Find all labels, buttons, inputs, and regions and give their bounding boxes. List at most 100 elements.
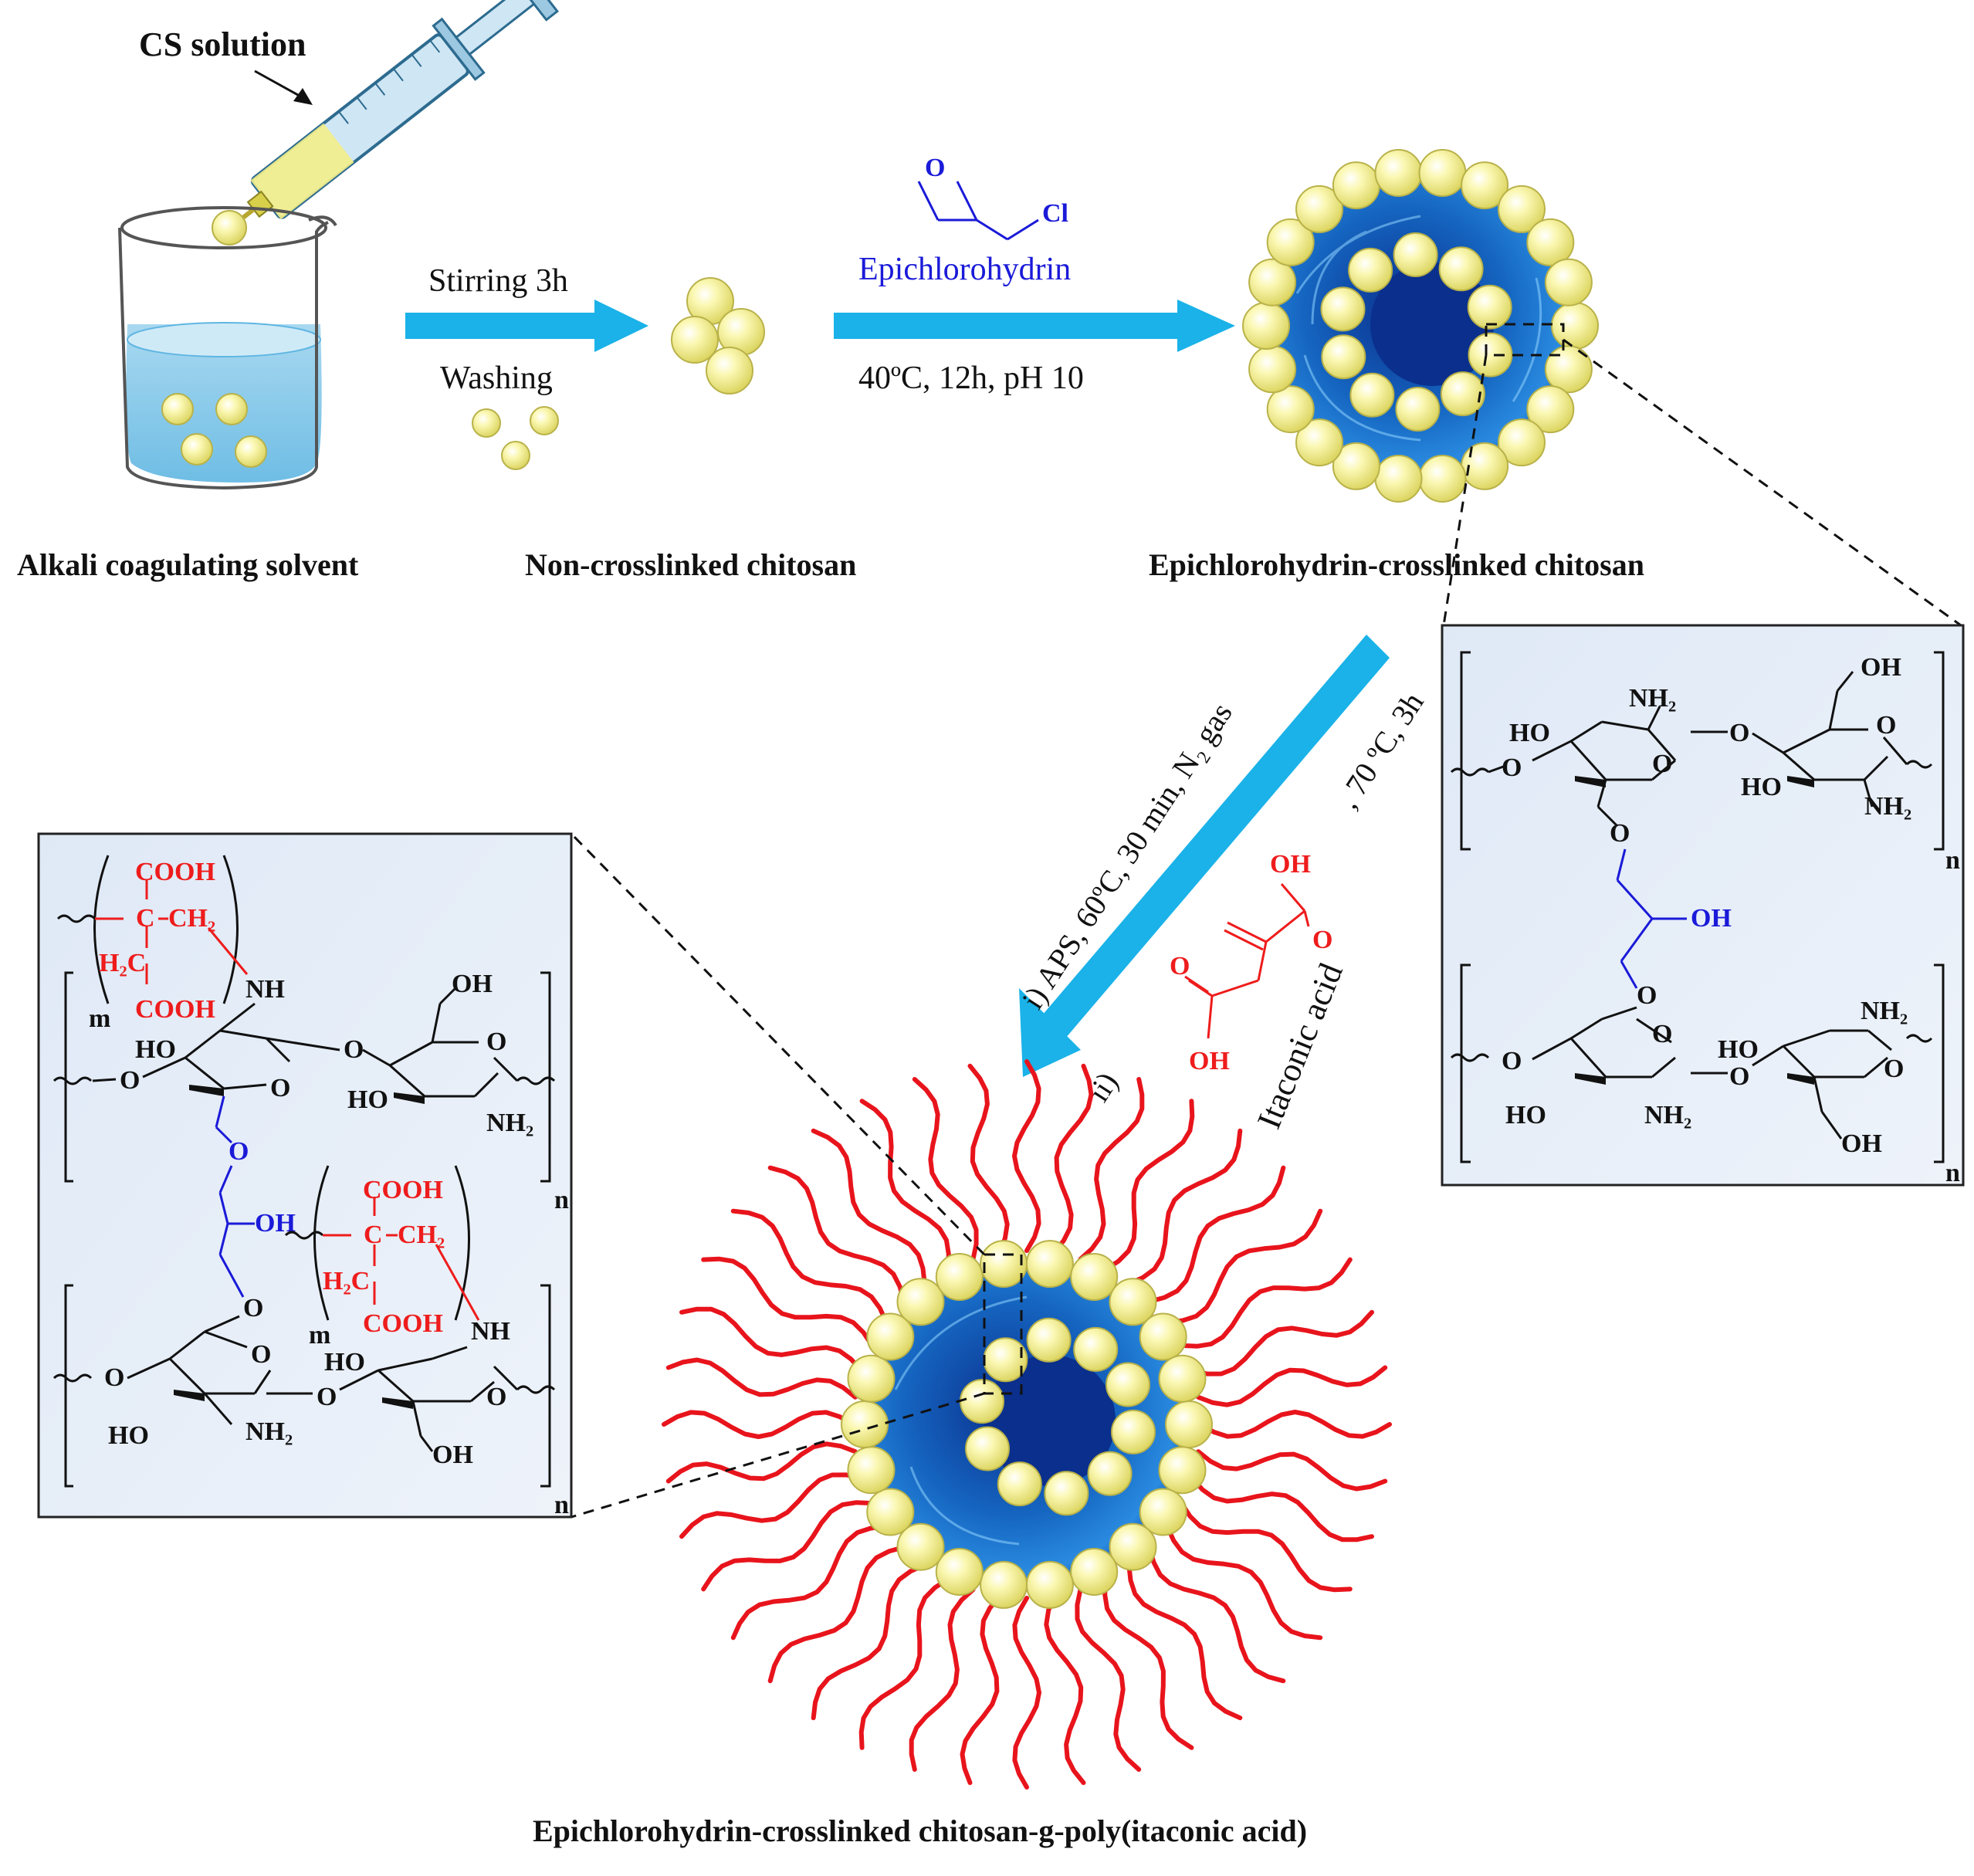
bead-icon <box>1109 1522 1157 1571</box>
bead-icon <box>1266 218 1315 266</box>
graft-chain <box>1190 1309 1374 1377</box>
bead-icon <box>1321 334 1366 380</box>
beaker-icon <box>118 206 337 490</box>
graft-chain <box>1179 1257 1353 1349</box>
bead-icon <box>841 1400 889 1448</box>
bead-icon <box>935 1253 984 1301</box>
washing-label: Washing <box>440 361 553 396</box>
bead-icon <box>896 1522 945 1571</box>
graft-chain <box>1075 1587 1142 1772</box>
svg-text:NH: NH <box>471 1317 510 1346</box>
bead-icon <box>980 1560 1028 1609</box>
stirring-label: Stirring 3h <box>428 263 568 299</box>
cs-solution-label: CS solution <box>139 25 306 63</box>
bead-icon <box>1551 302 1599 350</box>
graft-chain <box>1126 1128 1243 1286</box>
graft-chain <box>1012 1059 1041 1253</box>
svg-text:NH₂: NH₂ <box>1644 1101 1691 1129</box>
svg-text:H₂C: H₂C <box>99 949 146 977</box>
svg-text:HO: HO <box>1509 719 1550 747</box>
graft-chain <box>1179 1501 1353 1593</box>
svg-text:OH: OH <box>1189 1047 1230 1075</box>
graft-chain <box>811 1128 927 1286</box>
bead-icon <box>1544 258 1593 306</box>
bead-icon <box>1242 302 1290 350</box>
bead-icon <box>1139 1488 1187 1536</box>
svg-text:NH₂: NH₂ <box>486 1109 533 1137</box>
svg-text:COOH: COOH <box>363 1309 443 1338</box>
bead-icon <box>1295 185 1343 233</box>
bead-icon <box>1498 418 1546 467</box>
bead-icon <box>1044 1471 1089 1516</box>
svg-text:HO: HO <box>1718 1035 1759 1064</box>
svg-text:m: m <box>89 1004 110 1033</box>
graft-chain <box>1147 1165 1286 1304</box>
svg-text:HO: HO <box>347 1085 388 1114</box>
stirring-arrow <box>405 300 648 352</box>
graft-chain <box>1196 1365 1388 1407</box>
bead-icon <box>1467 284 1512 330</box>
graft-chain <box>811 1563 927 1721</box>
bead-icon <box>1266 385 1315 434</box>
svg-text:O: O <box>120 1066 140 1095</box>
bead-icon <box>1109 1278 1157 1326</box>
bead-icon <box>1295 418 1343 467</box>
bead-icon <box>1374 455 1423 503</box>
graft-chain <box>767 1165 906 1304</box>
bead-icon <box>847 1354 896 1403</box>
bead-icon <box>1526 218 1575 266</box>
graft-chain <box>960 1593 1002 1786</box>
svg-text:O: O <box>486 1383 506 1411</box>
bead-icon <box>965 1426 1010 1471</box>
graft-chain <box>679 1306 864 1373</box>
bead-icon <box>1468 332 1513 378</box>
graft-chain <box>1044 1593 1086 1786</box>
graft-chain <box>1190 1475 1374 1542</box>
bead-icon <box>1332 442 1380 490</box>
graft-chain <box>859 1099 951 1272</box>
svg-text:OH: OH <box>432 1441 473 1469</box>
bead-icon <box>960 1379 1004 1424</box>
svg-text:HO: HO <box>324 1348 365 1377</box>
svg-text:H₂C: H₂C <box>323 1267 370 1295</box>
graft-chain <box>662 1410 855 1439</box>
svg-text:Cl: Cl <box>1042 199 1068 228</box>
grafted-microsphere-icon <box>662 1059 1392 1790</box>
graft-chain <box>1103 1099 1195 1272</box>
bead-icon <box>1158 1354 1207 1403</box>
graft-chain <box>665 1441 858 1484</box>
svg-text:O: O <box>1502 1047 1522 1075</box>
cs-solution-pointer-arrow <box>254 69 313 105</box>
bead-icon <box>1248 258 1297 306</box>
bead-icon <box>1165 1400 1213 1448</box>
svg-text:HO: HO <box>1505 1101 1546 1129</box>
svg-text:OH: OH <box>1691 904 1732 933</box>
svg-text:O: O <box>243 1294 263 1322</box>
itaconic-acid-label: Itaconic acid <box>1250 958 1350 1134</box>
crosslinking-arrow <box>834 300 1235 352</box>
svg-text:n: n <box>554 1491 569 1519</box>
bead-icon <box>1087 1451 1133 1496</box>
svg-text:COOH: COOH <box>135 995 215 1024</box>
svg-text:OH: OH <box>1270 850 1311 879</box>
bead-icon <box>1332 161 1380 210</box>
bead-icon <box>1070 1548 1119 1596</box>
non-crosslinked-beads-icon <box>671 277 765 395</box>
graft-chain <box>1198 1410 1392 1439</box>
bead-icon <box>1025 1240 1074 1288</box>
grafted-structure-box: COOH C CH₂ H₂C COOH m NH OH HO O O O O H… <box>37 832 573 1519</box>
svg-text:O: O <box>1652 750 1672 778</box>
svg-text:HO: HO <box>108 1421 149 1450</box>
bead-icon <box>1106 1362 1150 1407</box>
svg-text:n: n <box>554 1186 569 1214</box>
bead-icon <box>980 1240 1028 1288</box>
graft-chain <box>1078 1077 1145 1261</box>
svg-text:O: O <box>1729 719 1749 747</box>
svg-text:O: O <box>104 1363 124 1392</box>
bead-icon <box>1461 161 1509 210</box>
bead-icon <box>1025 1560 1074 1609</box>
bead-icon <box>847 1446 896 1495</box>
bead-icon <box>1498 185 1546 233</box>
bead-icon <box>1073 1326 1119 1372</box>
